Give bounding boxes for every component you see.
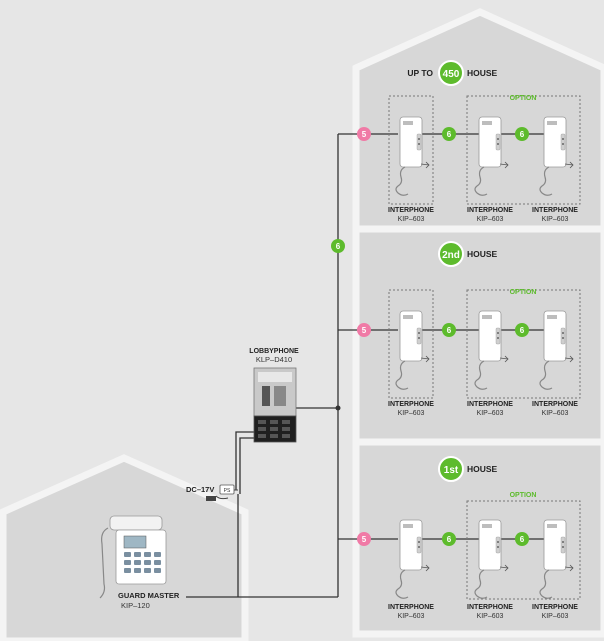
interphone-model: KIP–603 bbox=[477, 410, 504, 417]
wire-count-green: 6 bbox=[520, 535, 525, 544]
guard-master-name: GUARD MASTER bbox=[118, 591, 180, 600]
interphone-name: INTERPHONE bbox=[532, 604, 578, 611]
top-floor-header: UP TO 450 HOUSE bbox=[407, 60, 498, 86]
lobbyphone-name: LOBBYPHONE bbox=[249, 348, 299, 355]
floor-badge-1st: 1st bbox=[444, 465, 459, 476]
guard-master-model: KIP–120 bbox=[121, 601, 150, 610]
option-label-mid: OPTION bbox=[510, 289, 537, 296]
interphone-name: INTERPHONE bbox=[467, 401, 513, 408]
option-label-low: OPTION bbox=[510, 492, 537, 499]
interphone-model: KIP–603 bbox=[477, 216, 504, 223]
power-supply-icon: PS bbox=[206, 484, 238, 501]
unit-boxes bbox=[388, 95, 581, 600]
first-floor-header: 1st HOUSE bbox=[438, 456, 498, 482]
interphone-model: KIP–603 bbox=[398, 216, 425, 223]
second-floor-header: 2nd HOUSE bbox=[438, 241, 498, 267]
wire-count-pink: 5 bbox=[362, 130, 367, 139]
interphone-name: INTERPHONE bbox=[388, 604, 434, 611]
interphone-model: KIP–603 bbox=[398, 613, 425, 620]
wire-count-green: 6 bbox=[447, 130, 452, 139]
house-label-top: HOUSE bbox=[467, 68, 498, 78]
wire-count-green: 6 bbox=[447, 535, 452, 544]
house-count-badge: 450 bbox=[443, 69, 460, 80]
house-label-mid: HOUSE bbox=[467, 249, 498, 259]
interphone-name: INTERPHONE bbox=[532, 207, 578, 214]
floor-badge-2nd: 2nd bbox=[442, 250, 460, 261]
guard-master-icon bbox=[99, 515, 167, 599]
power-supply-code: PS bbox=[224, 488, 231, 494]
interphone-model: KIP–603 bbox=[398, 410, 425, 417]
wire-junction-dot bbox=[335, 405, 341, 411]
interphone-name: INTERPHONE bbox=[388, 207, 434, 214]
interphone-labels: INTERPHONE KIP–603 INTERPHONE KIP–603 IN… bbox=[388, 207, 578, 620]
wire-badges: 6 5 6 6 5 6 6 5 6 6 bbox=[331, 127, 529, 546]
lobbyphone-model: KLP–D410 bbox=[256, 355, 292, 364]
up-to-label: UP TO bbox=[407, 68, 433, 78]
option-label-top: OPTION bbox=[510, 95, 537, 102]
interphone-name: INTERPHONE bbox=[388, 401, 434, 408]
wire-count-green: 6 bbox=[447, 326, 452, 335]
interphone-model: KIP–603 bbox=[477, 613, 504, 620]
interphone-model: KIP–603 bbox=[542, 410, 569, 417]
power-voltage-label: DC–17V bbox=[186, 485, 214, 494]
interphone-name: INTERPHONE bbox=[532, 401, 578, 408]
wire-count-green: 6 bbox=[520, 326, 525, 335]
interphone-name: INTERPHONE bbox=[467, 207, 513, 214]
interphone-model: KIP–603 bbox=[542, 216, 569, 223]
lobbyphone-panel-icon bbox=[253, 367, 297, 443]
house-label-low: HOUSE bbox=[467, 464, 498, 474]
wire-count-green: 6 bbox=[336, 242, 341, 251]
wire-count-green: 6 bbox=[520, 130, 525, 139]
wire-count-pink: 5 bbox=[362, 326, 367, 335]
interphone-model: KIP–603 bbox=[542, 613, 569, 620]
wire-count-pink: 5 bbox=[362, 535, 367, 544]
interphone-name: INTERPHONE bbox=[467, 604, 513, 611]
